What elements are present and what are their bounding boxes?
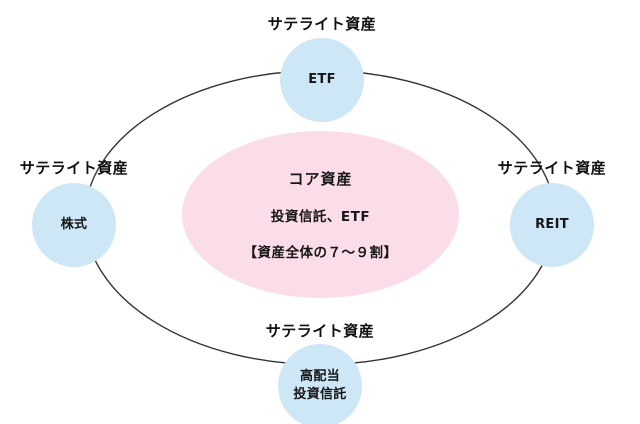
satellite-bottom-content: 高配当 投資信託 — [278, 344, 362, 424]
satellite-left-content-line-1: 株式 — [60, 217, 88, 233]
satellite-right-content-line-1: REIT — [535, 217, 569, 233]
satellite-bottom-content-line-2: 投資信託 — [293, 387, 347, 402]
core-asset-heading: コア資産 — [288, 170, 353, 188]
satellite-top-bubble — [280, 38, 364, 122]
satellite-bottom-bubble — [278, 344, 362, 424]
core-asset-allocation: 【資産全体の７～９割】 — [243, 245, 398, 261]
satellite-right-label: サテライト資産 — [497, 159, 607, 177]
satellite-right-content: REIT — [510, 183, 594, 267]
satellite-top: サテライト資産 ETF — [268, 15, 376, 122]
satellite-right-bubble — [510, 183, 594, 267]
satellite-top-content: ETF — [280, 38, 364, 122]
satellite-left-label: サテライト資産 — [19, 159, 129, 177]
satellite-top-label: サテライト資産 — [267, 15, 377, 33]
satellite-bottom-content-line-1: 高配当 — [300, 369, 340, 385]
satellite-bottom: サテライト資産 高配当 投資信託 — [266, 322, 374, 424]
satellite-top-content-line-1: ETF — [308, 72, 336, 88]
core-asset-instruments: 投資信託、ETF — [270, 209, 371, 225]
core-asset-ellipse — [182, 131, 459, 298]
core-asset-text-group: コア資産 投資信託、ETF 【資産全体の７～９割】 — [182, 131, 459, 298]
satellite-right: サテライト資産 REIT — [498, 159, 606, 267]
satellite-bottom-label: サテライト資産 — [265, 322, 375, 340]
satellite-left-bubble — [32, 183, 116, 267]
satellite-left: サテライト資産 株式 — [20, 159, 128, 267]
satellite-left-content: 株式 — [32, 183, 116, 267]
